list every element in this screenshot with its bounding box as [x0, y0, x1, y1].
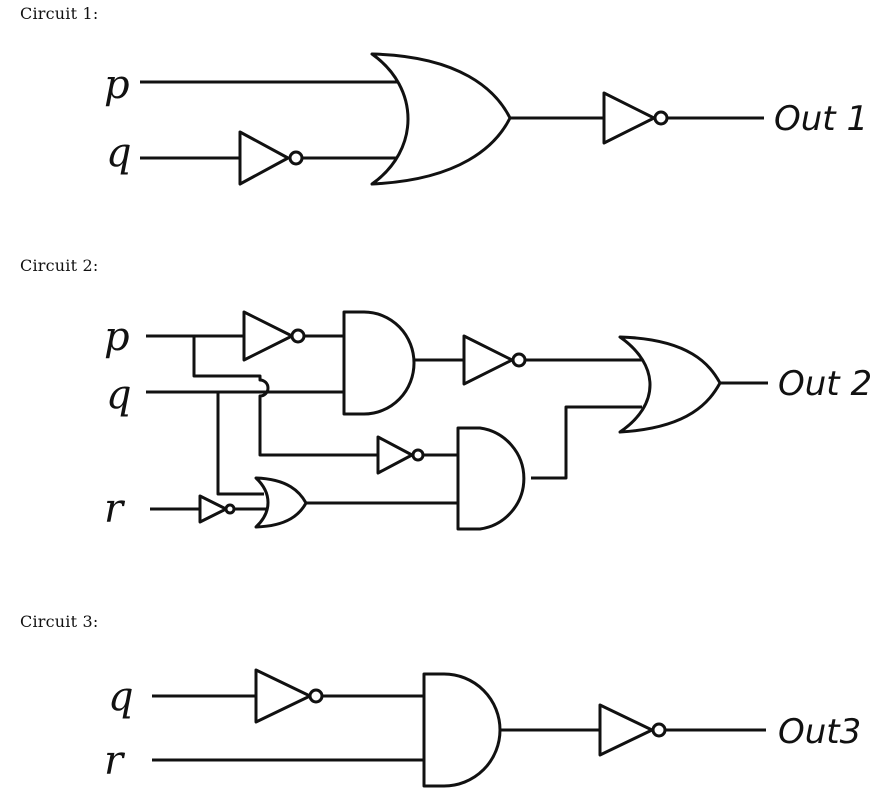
circuit-2-or-gate-small	[254, 476, 308, 529]
circuit-2-and-gate-2	[456, 426, 526, 531]
circuit-2-not-gate-and1	[462, 334, 514, 386]
circuit-2-input-r-label: r	[104, 486, 126, 532]
circuit-2: p q r	[104, 310, 872, 532]
circuit-2-wire-q-branch	[216, 392, 264, 496]
circuit-2-input-q-label: q	[106, 372, 132, 418]
circuit-3-not-bubble-q	[308, 688, 324, 704]
circuit-1-output-label: Out 1	[774, 99, 868, 139]
circuit-1: p q Out 1	[104, 52, 868, 186]
circuit-3-output-label: Out3	[778, 712, 861, 752]
circuit-3-input-r-label: r	[104, 738, 126, 784]
circuit-2-not-bubble-r	[224, 503, 236, 515]
circuit-2-not-gate-p	[242, 310, 294, 362]
circuit-1-not-gate-out	[602, 91, 656, 145]
circuit-1-not-gate-q	[238, 130, 290, 186]
circuit-3: q r Out3	[104, 668, 861, 788]
circuit-1-input-q-label: q	[106, 130, 132, 176]
circuit-2-not-bubble-mid	[411, 448, 425, 462]
circuit-2-and-gate-1	[342, 310, 416, 416]
circuit-3-input-q-label: q	[108, 674, 134, 720]
circuit-2-not-bubble-and1	[511, 352, 527, 368]
circuit-3-not-gate-out	[598, 703, 654, 757]
circuit-1-caption: Circuit 1:	[20, 4, 99, 23]
circuit-1-not-bubble-q	[288, 150, 304, 166]
circuit-3-not-bubble-out	[651, 722, 667, 738]
circuit-1-not-bubble-out	[653, 110, 669, 126]
circuit-2-wire-p-branch	[192, 336, 378, 457]
circuit-2-input-p-label: p	[104, 314, 130, 360]
circuit-3-not-gate-q	[254, 668, 312, 724]
circuit-2-not-gate-r	[198, 494, 228, 524]
circuit-3-caption: Circuit 3:	[20, 612, 99, 631]
circuit-2-output-label: Out 2	[778, 364, 872, 404]
circuit-1-or-gate	[370, 52, 512, 186]
circuit-2-caption: Circuit 2:	[20, 256, 99, 275]
circuit-2-wire-and2-out	[531, 405, 642, 480]
circuit-2-not-gate-mid	[376, 435, 414, 475]
circuit-3-and-gate	[422, 672, 502, 788]
circuit-2-not-bubble-p	[290, 328, 306, 344]
circuit-2-or-gate	[618, 335, 722, 434]
circuit-1-input-p-label: p	[104, 62, 130, 108]
